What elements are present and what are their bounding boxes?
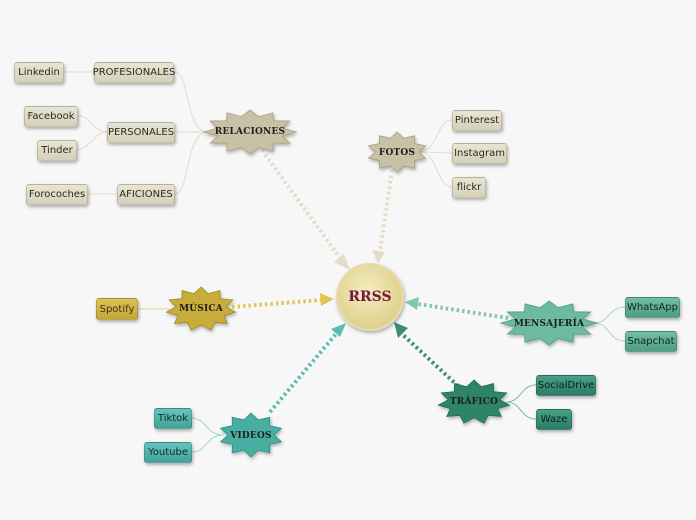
- fotos-node[interactable]: [367, 131, 427, 173]
- videos-label: VIDEOS: [230, 431, 272, 441]
- fotos-label: FOTOS: [378, 148, 416, 158]
- arrow-relaciones: [260, 148, 342, 260]
- waze-node[interactable]: Waze: [536, 409, 572, 430]
- musica-label: MÚSICA: [179, 304, 223, 314]
- flickr-node[interactable]: flickr: [452, 177, 486, 198]
- arrow-videos: [268, 332, 338, 414]
- relaciones-node[interactable]: [202, 109, 298, 155]
- tiktok-node[interactable]: Tiktok: [154, 408, 192, 429]
- pinterest-node[interactable]: Pinterest: [452, 110, 502, 131]
- snapchat-node[interactable]: Snapchat: [625, 331, 677, 352]
- whatsapp-node[interactable]: WhatsApp: [625, 297, 680, 318]
- videos-node[interactable]: [219, 412, 283, 458]
- arrow-mensajeria: [417, 302, 509, 320]
- relaciones-label: RELACIONES: [214, 127, 286, 137]
- profesionales-node[interactable]: PROFESIONALES: [93, 62, 175, 83]
- mensajeria-node[interactable]: [499, 300, 599, 346]
- arrow-fotos: [378, 169, 394, 253]
- facebook-node[interactable]: Facebook: [24, 106, 78, 127]
- youtube-node[interactable]: Youtube: [144, 442, 192, 463]
- arrowhead-videos: [331, 323, 346, 337]
- arrow-trafico: [400, 332, 460, 388]
- center-node[interactable]: [336, 263, 404, 331]
- personales-node[interactable]: PERSONALES: [107, 122, 175, 143]
- trafico-node[interactable]: [437, 379, 511, 424]
- mensajeria-connectors: [593, 306, 626, 342]
- forocoches-node[interactable]: Forocoches: [26, 184, 88, 205]
- musica-node[interactable]: [165, 286, 237, 331]
- tinder-node[interactable]: Tinder: [37, 140, 77, 161]
- arrows: [231, 148, 509, 414]
- socialdrive-node[interactable]: SocialDrive: [536, 375, 596, 396]
- arrowhead-musica: [320, 293, 334, 306]
- mensajeria-label: MENSAJERÍA: [513, 319, 585, 329]
- spotify-node[interactable]: Spotify: [96, 298, 138, 320]
- trafico-connectors: [505, 384, 537, 420]
- linkedin-node[interactable]: Linkedin: [14, 62, 64, 83]
- arrow-musica: [231, 298, 323, 309]
- arrowhead-mensajeria: [405, 297, 419, 310]
- videos-connectors: [189, 417, 225, 453]
- arrowhead-fotos: [372, 250, 385, 264]
- trafico-label: TRÁFICO: [449, 397, 499, 407]
- fotos-connectors: [419, 119, 453, 188]
- relaciones-connectors: [64, 71, 209, 195]
- arrowheads: [320, 250, 419, 338]
- arrowhead-relaciones: [334, 254, 350, 270]
- instagram-node[interactable]: Instagram: [452, 143, 507, 164]
- aficiones-node[interactable]: AFICIONES: [117, 184, 175, 205]
- arrowhead-trafico: [394, 322, 408, 338]
- center-label: RRSS: [348, 289, 392, 305]
